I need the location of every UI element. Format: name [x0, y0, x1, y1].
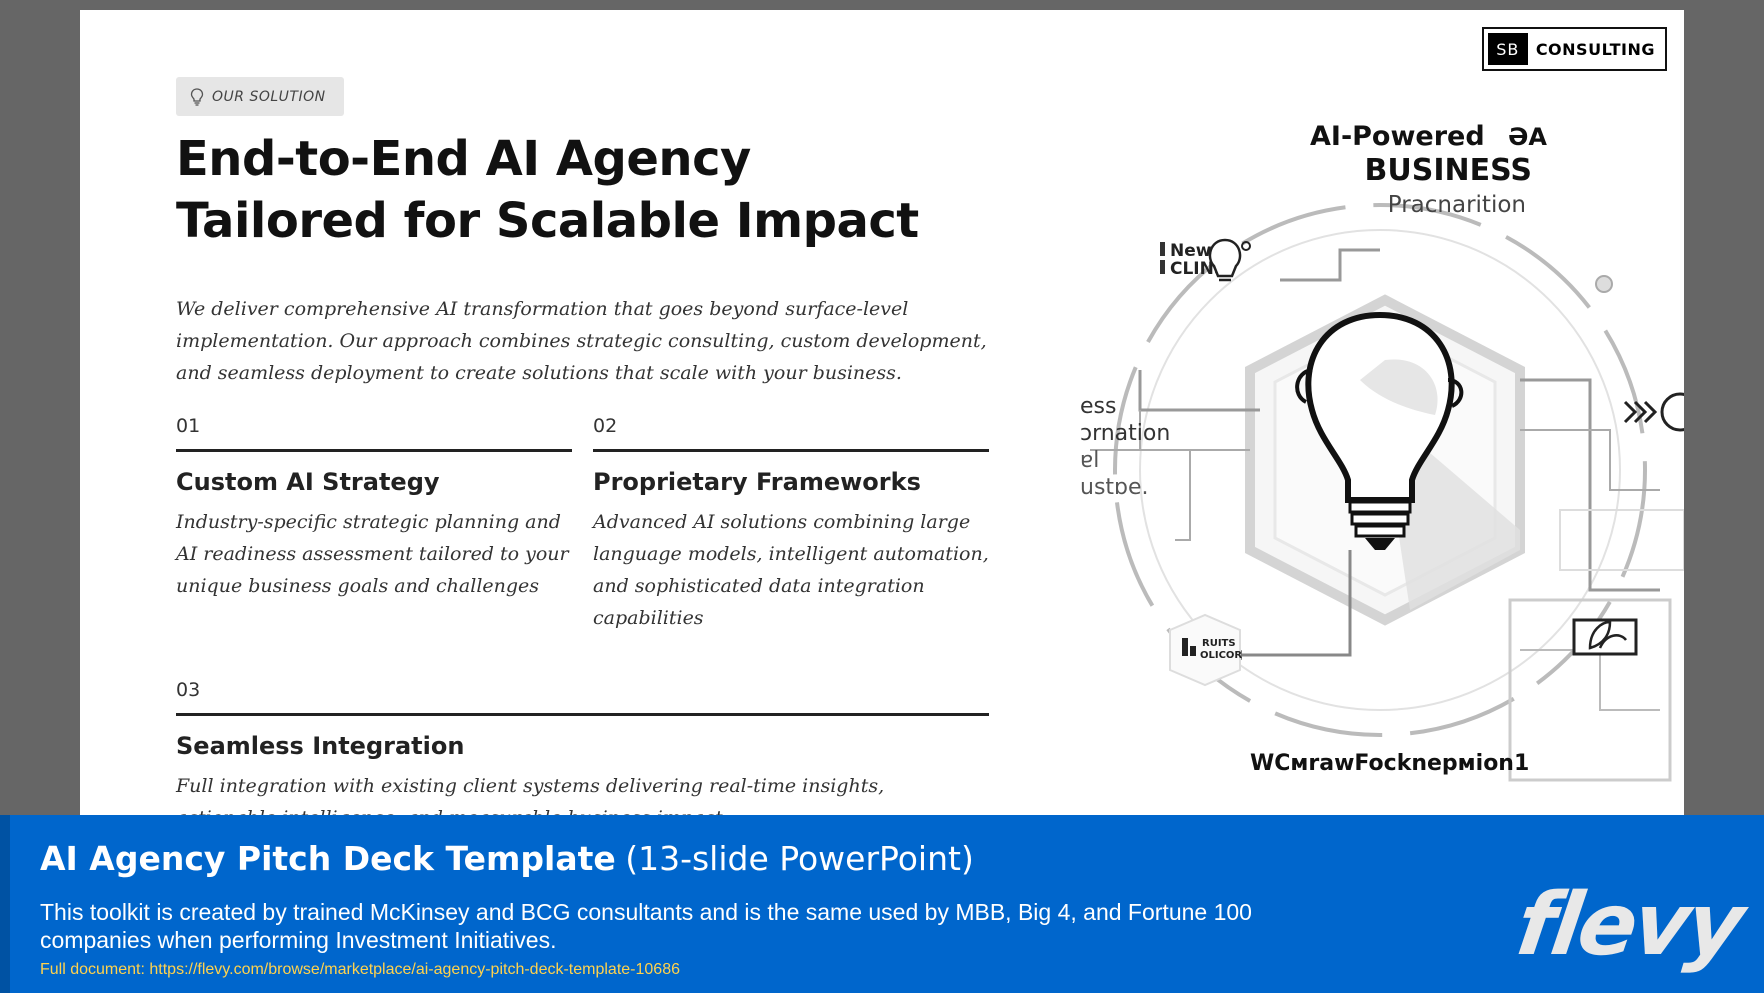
title-line-2: Tailored for Scalable Impact [176, 193, 919, 249]
item-divider [176, 449, 572, 452]
section-tag-label: OUR SOLUTION [212, 88, 326, 105]
side-label-2: ɔrnation [1080, 421, 1170, 446]
logo-text: CONSULTING [1535, 39, 1655, 59]
title-line-1: End-to-End AI Agency [176, 131, 751, 187]
item-divider [176, 713, 989, 716]
item-description: Industry-specific strategic planning and… [176, 511, 569, 597]
solution-item-3: 03 Seamless Integration Full integration… [176, 679, 989, 815]
promo-banner: AI Agency Pitch Deck Template (13-slide … [0, 815, 1764, 993]
item-title: Custom AI Strategy [176, 468, 440, 496]
side-label-1: ess [1080, 394, 1116, 419]
banner-edge [0, 815, 10, 993]
flevy-logo: flevy [1510, 875, 1748, 975]
illustration-heading-2: BUSINESS [1365, 153, 1532, 188]
full-document-link[interactable]: Full document: https://flevy.com/browse/… [40, 961, 680, 978]
item-number: 01 [176, 415, 201, 437]
bottom-box-line-1: RUITS [1202, 638, 1236, 649]
sb-consulting-logo: SB CONSULTING [1481, 27, 1667, 71]
side-label-3: ɐl [1080, 448, 1099, 473]
solution-item-1: 01 Custom AI Strategy Industry-specific … [176, 415, 572, 602]
banner-description: This toolkit is created by trained McKin… [40, 899, 1252, 953]
logo-mark: SB [1487, 33, 1528, 65]
solution-item-2: 02 Proprietary Frameworks Advanced AI so… [593, 415, 989, 634]
ai-business-illustration: New CLINS ess ɔrnation ɐl ustɒe. RUITS O… [1080, 121, 1684, 782]
left-label-line-1: New [1170, 241, 1212, 261]
illustration-heading-1: AI-Powered [1310, 121, 1485, 152]
slide: SB CONSULTING OUR SOLUTION End-to-End AI… [80, 10, 1684, 815]
item-description: Advanced AI solutions combining large la… [593, 511, 989, 629]
item-description: Full integration with existing client sy… [176, 775, 885, 815]
item-title: Seamless Integration [176, 732, 465, 760]
side-label-4: ustɒe. [1080, 475, 1149, 500]
section-tag: OUR SOLUTION [176, 77, 344, 116]
item-number: 02 [593, 415, 618, 437]
banner-title-light: (13-slide PowerPoint) [625, 839, 974, 878]
banner-title-bold: AI Agency Pitch Deck Template [40, 839, 616, 878]
illustration-heading-3: Pracnarition [1388, 192, 1526, 218]
item-divider [593, 449, 989, 452]
banner-title: AI Agency Pitch Deck Template (13-slide … [40, 839, 974, 879]
item-number: 03 [176, 679, 201, 701]
bottom-box-line-2: OLICOR [1200, 650, 1242, 661]
slide-title: End-to-End AI Agency Tailored for Scalab… [176, 128, 976, 252]
plant-icon [1572, 618, 1638, 656]
lightbulb-icon [190, 87, 204, 106]
small-lightbulb-icon [1208, 238, 1251, 282]
lead-paragraph: We deliver comprehensive AI transformati… [176, 298, 987, 384]
lightbulb-illustration-icon [1295, 311, 1464, 550]
illustration-heading-badge: ӘA [1508, 123, 1547, 151]
fast-forward-icon [1623, 392, 1684, 432]
item-title: Proprietary Frameworks [593, 468, 921, 496]
illustration-footer: WCмrawFocknepмion1 [1250, 751, 1529, 776]
